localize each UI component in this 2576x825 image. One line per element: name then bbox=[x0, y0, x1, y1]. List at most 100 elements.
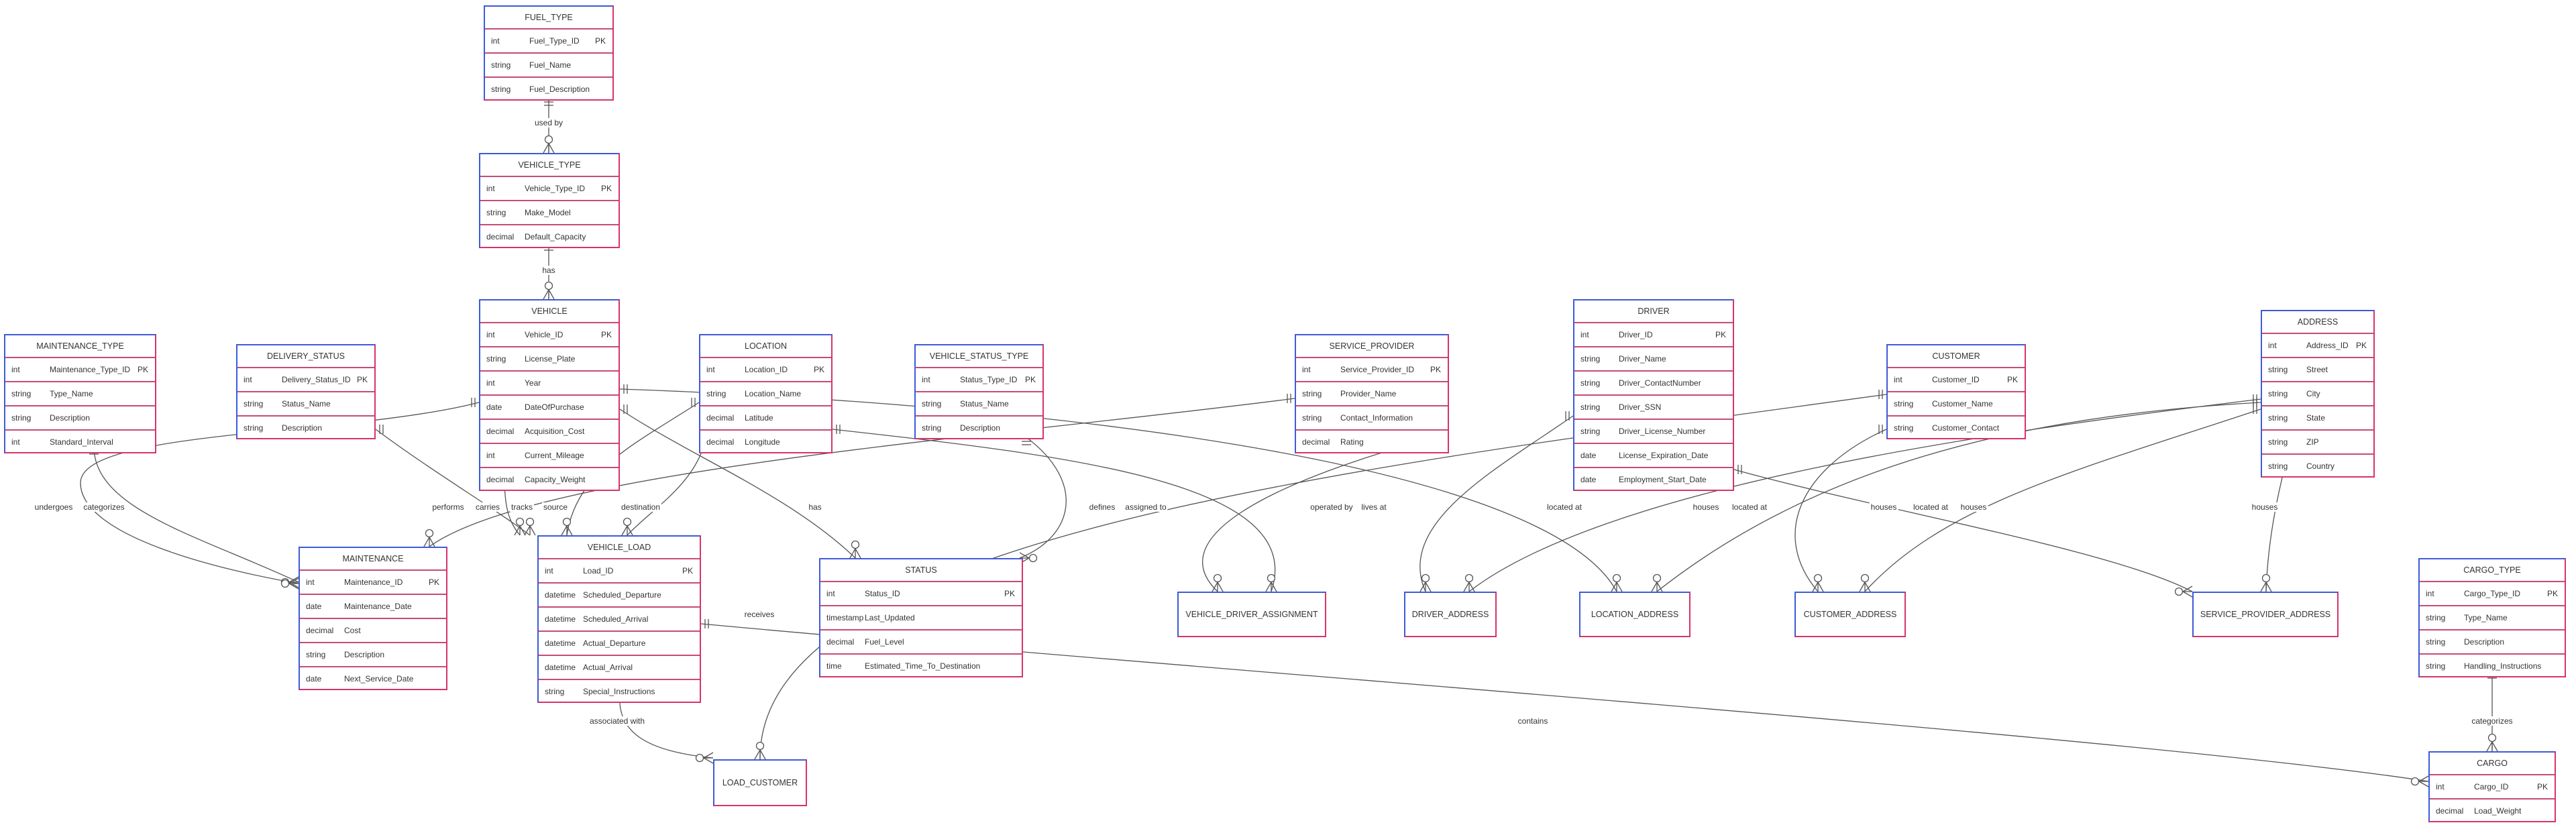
attr-name: Scheduled_Departure bbox=[583, 590, 661, 600]
attr-key: PK bbox=[600, 184, 612, 193]
attr-type: int bbox=[11, 365, 20, 374]
attr-type: date bbox=[306, 674, 322, 683]
cardinality-crowfoot-marker bbox=[2265, 582, 2272, 592]
attr-name: Street bbox=[2306, 365, 2328, 374]
attr-name: Driver_ID bbox=[1619, 330, 1653, 339]
attr-type: string bbox=[1580, 354, 1601, 364]
cardinality-crowfoot-marker bbox=[1019, 552, 1030, 559]
attr-type: date bbox=[306, 602, 322, 611]
cardinality-crowfoot-marker bbox=[2260, 582, 2267, 592]
attr-type: string bbox=[1302, 389, 1322, 398]
attr-type: int bbox=[486, 330, 495, 339]
relationship-line bbox=[619, 694, 714, 759]
attr-type: string bbox=[486, 208, 506, 217]
relationship-label: operated by bbox=[1309, 502, 1354, 512]
attr-type: string bbox=[244, 399, 264, 408]
cardinality-zero-marker bbox=[695, 753, 704, 763]
cardinality-zero-marker bbox=[525, 517, 535, 527]
attr-name: City bbox=[2306, 389, 2320, 398]
cardinality-crowfoot-marker bbox=[855, 548, 861, 559]
attr-type: string bbox=[2268, 437, 2288, 447]
attr-name: Driver_Name bbox=[1619, 354, 1666, 364]
entity-title: SERVICE_PROVIDER_ADDRESS bbox=[2200, 610, 2331, 619]
attr-name: State bbox=[2306, 413, 2326, 423]
attr-type: int bbox=[2436, 782, 2445, 791]
attr-key: PK bbox=[2536, 782, 2548, 791]
attr-name: Next_Service_Date bbox=[344, 674, 414, 683]
attr-key: PK bbox=[137, 365, 148, 374]
attr-name: Description bbox=[960, 423, 1001, 433]
entity-service-provider-address[interactable]: SERVICE_PROVIDER_ADDRESS bbox=[2192, 592, 2339, 637]
cardinality-zero-marker bbox=[851, 540, 860, 549]
relationship-line bbox=[429, 398, 1295, 547]
entity-customer-address[interactable]: CUSTOMER_ADDRESS bbox=[1794, 592, 1906, 637]
cardinality-crowfoot-marker bbox=[1271, 582, 1277, 592]
entity-vehicle-driver-assignment[interactable]: VEHICLE_DRIVER_ASSIGNMENT bbox=[1177, 592, 1326, 637]
entity-title: LOCATION_ADDRESS bbox=[1591, 610, 1679, 619]
attr-type: datetime bbox=[545, 639, 576, 648]
relationship-line bbox=[1656, 402, 2261, 592]
entity-location-address[interactable]: LOCATION_ADDRESS bbox=[1579, 592, 1690, 637]
cardinality-zero-marker bbox=[1813, 573, 1823, 583]
cardinality-crowfoot-marker bbox=[2182, 586, 2193, 592]
cardinality-crowfoot-marker bbox=[543, 289, 549, 300]
entity-title: MAINTENANCE_TYPE bbox=[5, 335, 155, 358]
attribute-row: date Next_Service_Date bbox=[300, 667, 446, 690]
cardinality-crowfoot-marker bbox=[1817, 582, 1824, 592]
cardinality-crowfoot-marker bbox=[754, 749, 761, 760]
attr-name: Year bbox=[525, 378, 541, 388]
relationship-label: associated with bbox=[588, 716, 647, 726]
entity-driver-address[interactable]: DRIVER_ADDRESS bbox=[1404, 592, 1497, 637]
attr-type: int bbox=[706, 365, 715, 374]
attr-name: DateOfPurchase bbox=[525, 402, 584, 412]
attr-name: Current_Mileage bbox=[525, 451, 584, 460]
attr-type: decimal bbox=[706, 437, 735, 447]
relationship-line bbox=[1864, 408, 2261, 592]
attr-name: Customer_Name bbox=[1932, 399, 1993, 408]
relationship-label: defines bbox=[1087, 502, 1117, 512]
entity-load-customer[interactable]: LOAD_CUSTOMER bbox=[713, 759, 807, 806]
attr-name: Employment_Start_Date bbox=[1619, 475, 1707, 484]
relationship-label: houses bbox=[2250, 502, 2279, 512]
relationship-label: has bbox=[541, 266, 557, 275]
relationship-label: houses bbox=[1959, 502, 1988, 512]
attr-type: int bbox=[545, 566, 553, 575]
attr-name: Maintenance_ID bbox=[344, 578, 403, 587]
cardinality-crowfoot-marker bbox=[1212, 582, 1218, 592]
attr-type: string bbox=[1894, 399, 1914, 408]
attr-name: Description bbox=[282, 423, 323, 433]
relationship-label: receives bbox=[743, 610, 776, 619]
